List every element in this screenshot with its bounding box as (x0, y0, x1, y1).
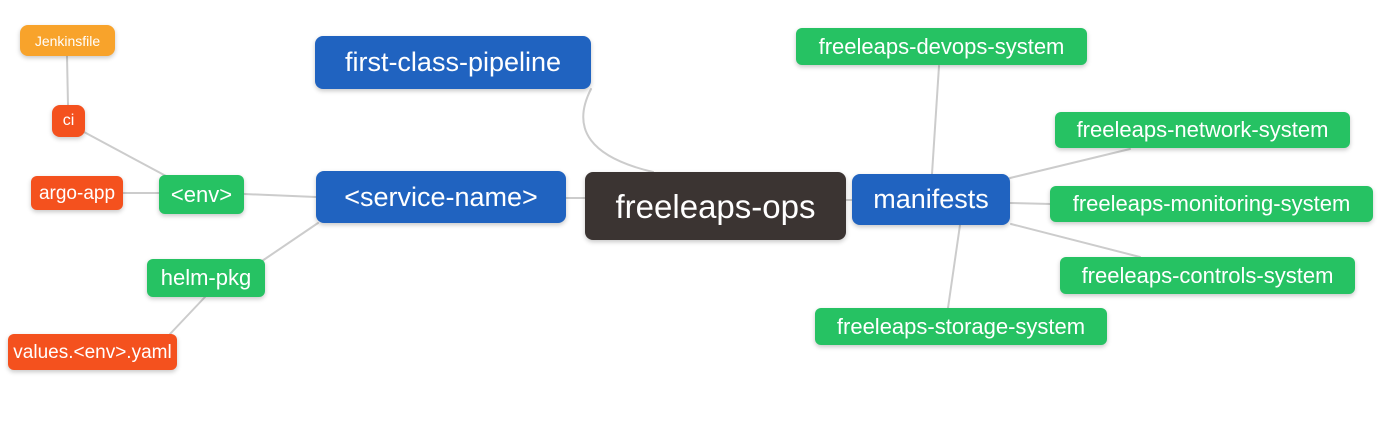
mindmap-node-jenkinsfile[interactable]: Jenkinsfile (20, 25, 115, 56)
mindmap-node-values[interactable]: values.<env>.yaml (8, 334, 177, 370)
mindmap-node-argo-app[interactable]: argo-app (31, 176, 123, 210)
mindmap-node-env[interactable]: <env> (159, 175, 244, 214)
edge-pipeline-ops (582, 88, 654, 173)
mindmap-node-storage[interactable]: freeleaps-storage-system (815, 308, 1107, 345)
edge-helm-pkg-values (169, 296, 206, 335)
mindmap-node-manifests[interactable]: manifests (852, 174, 1010, 225)
mindmap-node-devops[interactable]: freeleaps-devops-system (796, 28, 1087, 65)
edge-service-helm-pkg (261, 222, 319, 262)
edge-manifests-monitoring (1009, 202, 1052, 205)
edge-manifests-storage (947, 224, 961, 309)
mindmap-node-ops[interactable]: freeleaps-ops (585, 172, 846, 240)
edge-manifests-devops (931, 65, 940, 175)
edge-manifests-network (1009, 148, 1131, 179)
mindmap-node-ci[interactable]: ci (52, 105, 85, 137)
edge-env-service (243, 193, 317, 198)
mindmap-node-controls[interactable]: freeleaps-controls-system (1060, 257, 1355, 294)
edge-manifests-controls (1010, 223, 1141, 258)
edge-jenkinsfile-ci (66, 55, 69, 106)
mindmap-node-pipeline[interactable]: first-class-pipeline (315, 36, 591, 89)
edge-ci-env (83, 131, 167, 177)
mindmap-node-network[interactable]: freeleaps-network-system (1055, 112, 1350, 148)
mindmap-node-helm-pkg[interactable]: helm-pkg (147, 259, 265, 297)
mindmap-node-monitoring[interactable]: freeleaps-monitoring-system (1050, 186, 1373, 222)
mindmap-node-service[interactable]: <service-name> (316, 171, 566, 223)
